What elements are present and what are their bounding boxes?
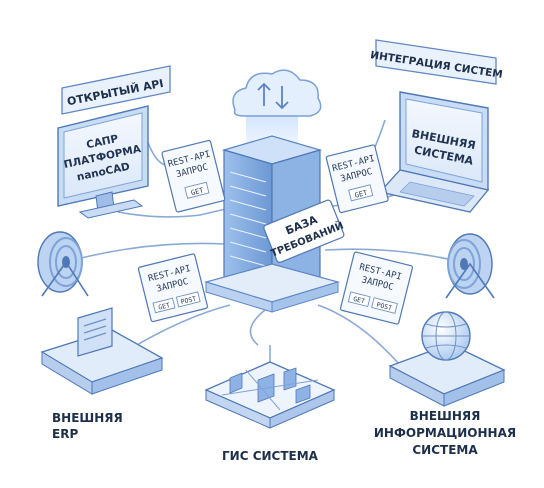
integration-banner: ИНТЕГРАЦИЯ СИСТЕМ bbox=[369, 39, 503, 85]
ext-info-caption-line-1: ВНЕШНЯЯ bbox=[410, 409, 481, 423]
external-system-laptop: ВНЕШНЯЯ СИСТЕМА bbox=[378, 91, 490, 213]
erp-caption-line-1: ВНЕШНЯЯ bbox=[52, 411, 123, 425]
svg-text:GET: GET bbox=[354, 189, 369, 200]
rest-request-card-2: REST-API ЗАПРОС GET bbox=[325, 144, 389, 214]
right-cable-reel-icon bbox=[445, 233, 495, 299]
svg-text:GET: GET bbox=[158, 301, 171, 312]
rest-request-card-3: REST-API ЗАПРОС GET POST bbox=[137, 253, 209, 323]
erp-device bbox=[40, 307, 164, 395]
requirements-database-server: БАЗА ТРЕБОВАНИЙ bbox=[203, 135, 345, 313]
rest-request-card-1: REST-API ЗАПРОС GET bbox=[161, 139, 226, 213]
svg-text:GET: GET bbox=[352, 295, 365, 306]
svg-text:POST: POST bbox=[376, 301, 393, 313]
cad-platform-monitor: САПР ПЛАТФОРМА nanoCAD bbox=[57, 105, 149, 219]
svg-text:GET: GET bbox=[190, 186, 205, 197]
external-info-system-device bbox=[388, 311, 506, 407]
ext-info-caption-line-3: СИСТЕМА bbox=[412, 443, 478, 457]
globe-icon bbox=[421, 311, 471, 361]
svg-text:POST: POST bbox=[180, 295, 197, 307]
left-cable-reel-icon bbox=[37, 231, 89, 297]
gis-system-board bbox=[204, 361, 336, 429]
open-api-banner: ОТКРЫТЫЙ API bbox=[61, 65, 171, 115]
gis-caption: ГИС СИСТЕМА bbox=[222, 449, 319, 463]
rest-request-card-4: REST-API ЗАПРОС GET POST bbox=[339, 251, 414, 325]
erp-caption-line-2: ERP bbox=[52, 427, 78, 441]
ext-info-caption-line-2: ИНФОРМАЦИОННАЯ bbox=[374, 426, 516, 440]
